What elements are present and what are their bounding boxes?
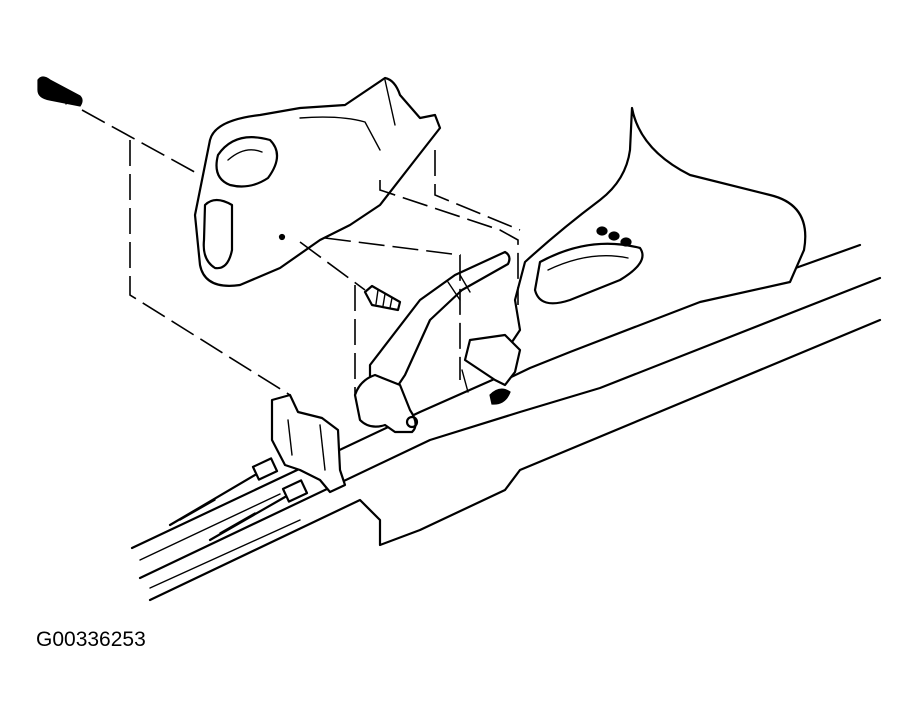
screw-icon — [363, 284, 402, 312]
figure-code: G00336253 — [36, 628, 146, 651]
assembly-lines — [81, 109, 521, 396]
console-vent-icon — [596, 226, 632, 247]
front-console-cover — [193, 76, 442, 287]
floor-tunnel — [130, 243, 882, 602]
parking-brake-lever — [353, 250, 511, 434]
console-clip — [461, 333, 522, 405]
screw-icon — [37, 76, 83, 107]
lever-bracket-and-cables — [168, 393, 347, 542]
rear-console-trim — [498, 106, 807, 382]
